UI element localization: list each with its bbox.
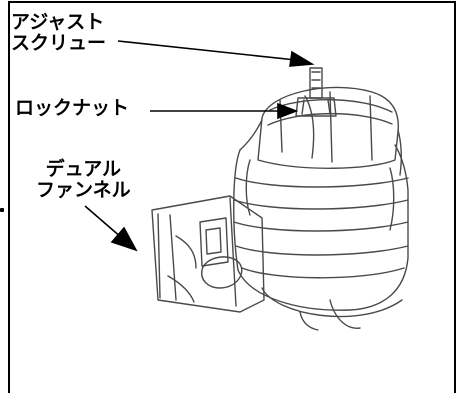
label-adjust-screw-line-1: アジャスト — [11, 11, 105, 33]
valve-body — [233, 144, 409, 311]
label-dual-funnel-line-1: デュアル — [45, 158, 122, 180]
arrowhead-adjust-screw — [289, 50, 315, 67]
figure-frame — [8, 1, 456, 393]
label-lock-nut: ロックナット — [15, 97, 130, 119]
leader-line-adjust-screw — [117, 40, 297, 61]
label-dual-funnel-line-2: ファンネル — [36, 179, 131, 201]
label-adjust-screw: アジャスト スクリュー — [11, 12, 106, 54]
lock-nut — [295, 97, 337, 117]
bottom-flange — [261, 287, 403, 318]
edge-marker — [0, 208, 4, 212]
arrowhead-lock-nut — [277, 102, 299, 120]
label-adjust-screw-line-2: スクリュー — [11, 32, 107, 54]
top-cap — [257, 86, 399, 169]
dual-funnel — [151, 195, 265, 313]
leader-line-dual-funnel — [84, 205, 123, 239]
label-dual-funnel: デュアル ファンネル — [36, 159, 131, 201]
arrowhead-dual-funnel — [110, 226, 138, 252]
